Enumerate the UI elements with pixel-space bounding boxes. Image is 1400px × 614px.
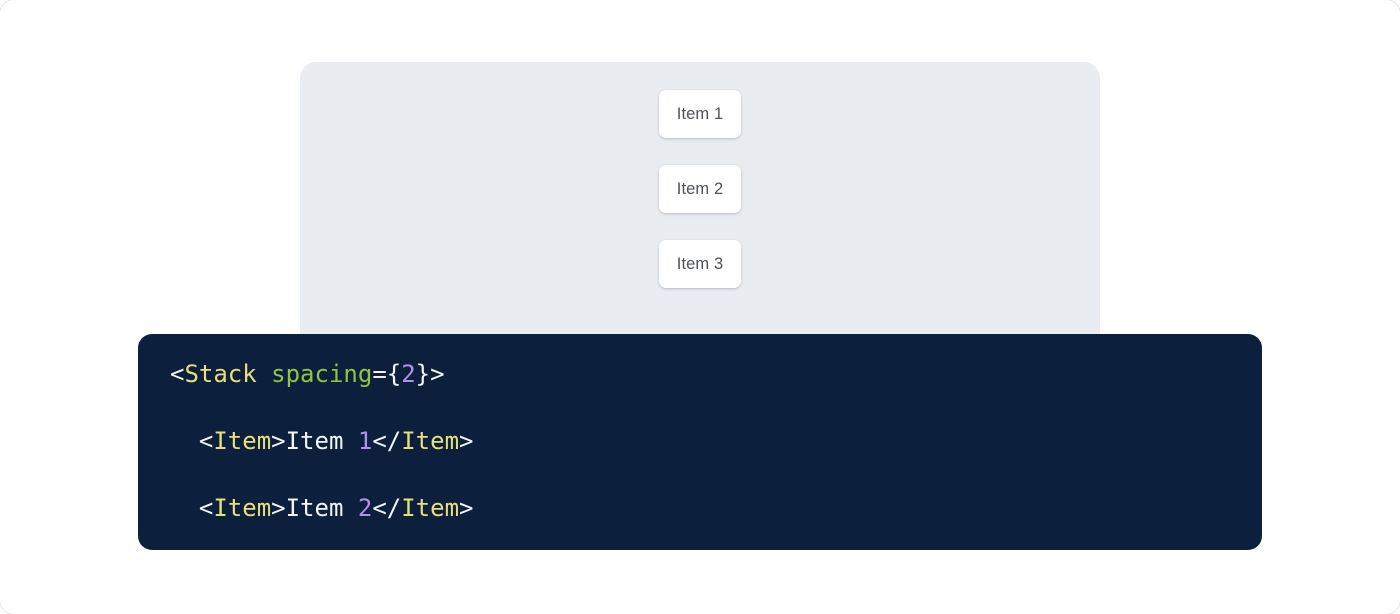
code-token-tag: Stack xyxy=(184,360,257,388)
code-token-text: Item xyxy=(285,494,358,523)
code-token-punct: < xyxy=(170,360,185,388)
code-token-punct: }> xyxy=(415,360,445,388)
code-token-punct xyxy=(257,360,271,388)
code-snippet-panel: <Stack spacing={2}> <Item>Item 1</Item> … xyxy=(138,334,1262,550)
code-token-num: 2 xyxy=(357,494,373,523)
stack-container: Item 1 Item 2 Item 3 xyxy=(300,90,1100,288)
code-block[interactable]: <Stack spacing={2}> <Item>Item 1</Item> … xyxy=(170,358,1230,550)
code-line: <Stack spacing={2}> xyxy=(170,358,1230,392)
code-token-attr: spacing xyxy=(271,360,373,388)
code-token-punct: < xyxy=(198,427,214,456)
stack-item[interactable]: Item 1 xyxy=(658,90,742,138)
stack-item-label: Item 1 xyxy=(676,104,724,123)
stack-item-label: Item 3 xyxy=(676,254,724,273)
code-token-punct: > xyxy=(271,494,286,523)
code-token-tag: Item xyxy=(401,427,460,456)
code-token-punct: </ xyxy=(372,427,402,456)
code-token-punct: ={ xyxy=(372,360,402,388)
code-token-punct: < xyxy=(198,494,214,523)
code-token-num: 1 xyxy=(357,427,373,456)
code-token-tag: Item xyxy=(401,494,460,523)
stack-item-label: Item 2 xyxy=(676,179,724,198)
code-token-punct: > xyxy=(459,427,474,456)
code-token-punct: </ xyxy=(372,494,402,523)
code-token-num: 2 xyxy=(401,360,416,388)
stack-item[interactable]: Item 3 xyxy=(658,240,742,288)
code-token-punct: > xyxy=(271,427,286,456)
code-token-text: Item xyxy=(285,427,358,456)
code-line: <Item>Item 2</Item> xyxy=(170,492,1230,526)
stack-item[interactable]: Item 2 xyxy=(658,165,742,213)
code-token-punct: > xyxy=(459,494,474,523)
code-line: <Item>Item 1</Item> xyxy=(170,425,1230,459)
code-token-tag: Item xyxy=(213,427,272,456)
code-token-tag: Item xyxy=(213,494,272,523)
